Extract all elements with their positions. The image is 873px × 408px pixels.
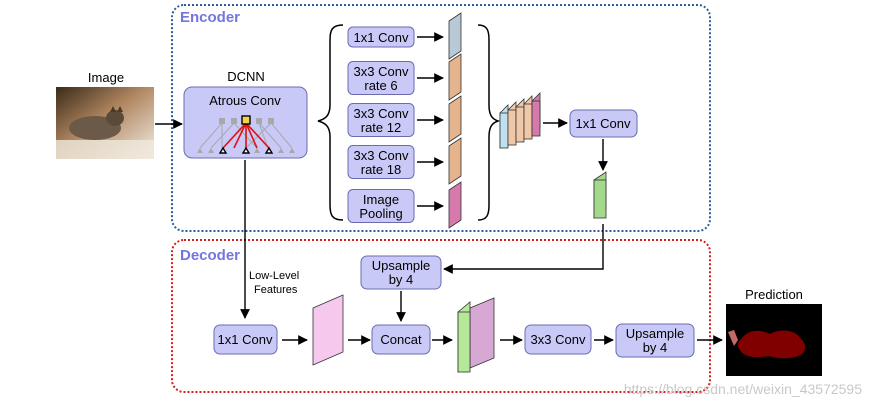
dcnn-title: DCNN bbox=[227, 69, 265, 84]
aspp-brace-right bbox=[477, 24, 501, 221]
aspp-brace-left bbox=[317, 24, 344, 221]
watermark: https://blog.csdn.net/weixin_43572595 bbox=[624, 381, 862, 397]
aspp-branch-label: 3x3 Conv bbox=[354, 64, 409, 79]
upsample-b-label-line1: Upsample bbox=[626, 326, 685, 341]
aspp-branch-label: 1x1 Conv bbox=[354, 30, 409, 45]
concat-label: Concat bbox=[380, 332, 422, 347]
aspp-branch-feature-map bbox=[448, 53, 462, 101]
upsample-b-label-line2: by 4 bbox=[643, 340, 668, 355]
aspp-concat-stack bbox=[499, 92, 541, 149]
atrous-conv-label: Atrous Conv bbox=[209, 93, 281, 108]
aspp-branch-block bbox=[347, 26, 415, 48]
aspp-branch: 1x1 Conv bbox=[347, 12, 462, 60]
conv3x3-block bbox=[524, 324, 592, 355]
prediction-image bbox=[726, 304, 822, 376]
decoder-title: Decoder bbox=[180, 247, 240, 264]
atrous-graph-icon bbox=[197, 115, 295, 154]
encoder-1x1-conv-label: 1x1 Conv bbox=[576, 116, 631, 131]
encoder-frame bbox=[171, 4, 711, 232]
lowlevel-feature-map bbox=[312, 294, 344, 366]
decoder-frame bbox=[171, 239, 711, 393]
conv3x3-label: 3x3 Conv bbox=[531, 332, 586, 347]
encoder-title: Encoder bbox=[180, 9, 240, 26]
aspp-branch-feature-map bbox=[448, 12, 462, 60]
aspp-branch-label: rate 6 bbox=[364, 78, 397, 93]
aspp-branch-label: Image bbox=[363, 192, 399, 207]
aspp-branch-label: 3x3 Conv bbox=[354, 106, 409, 121]
input-label: Image bbox=[88, 70, 124, 85]
low-level-label-line2: Features bbox=[254, 284, 298, 296]
aspp-branch-feature-map bbox=[448, 181, 462, 229]
aspp-branch-label: rate 18 bbox=[361, 162, 401, 177]
upsample-b-block bbox=[615, 323, 695, 358]
concat-block bbox=[371, 324, 431, 355]
arrow-encoder-to-upsample bbox=[443, 224, 604, 274]
decoder-concat-stack bbox=[457, 297, 495, 373]
encoder-output-feature-map bbox=[593, 171, 607, 219]
aspp-branch-block bbox=[347, 103, 415, 137]
prediction-label: Prediction bbox=[745, 287, 803, 302]
aspp-branch-block bbox=[347, 145, 415, 179]
aspp-branch-label: 3x3 Conv bbox=[354, 148, 409, 163]
upsample-a-label-line1: Upsample bbox=[372, 258, 431, 273]
input-image bbox=[56, 87, 154, 159]
upsample-a-block bbox=[360, 255, 442, 290]
aspp-branch-label: rate 12 bbox=[361, 120, 401, 135]
aspp-branch-block bbox=[347, 189, 415, 223]
aspp-branch-block bbox=[347, 61, 415, 95]
aspp-branch-label: Pooling bbox=[359, 206, 402, 221]
upsample-a-label-line2: by 4 bbox=[389, 272, 414, 287]
decoder-1x1-conv-block bbox=[213, 324, 278, 355]
low-level-label-line1: Low-Level bbox=[249, 270, 299, 282]
aspp-branch-feature-map bbox=[448, 95, 462, 143]
encoder-1x1-conv-block bbox=[569, 109, 638, 138]
aspp-branch-feature-map bbox=[448, 137, 462, 185]
decoder-1x1-conv-label: 1x1 Conv bbox=[218, 332, 273, 347]
